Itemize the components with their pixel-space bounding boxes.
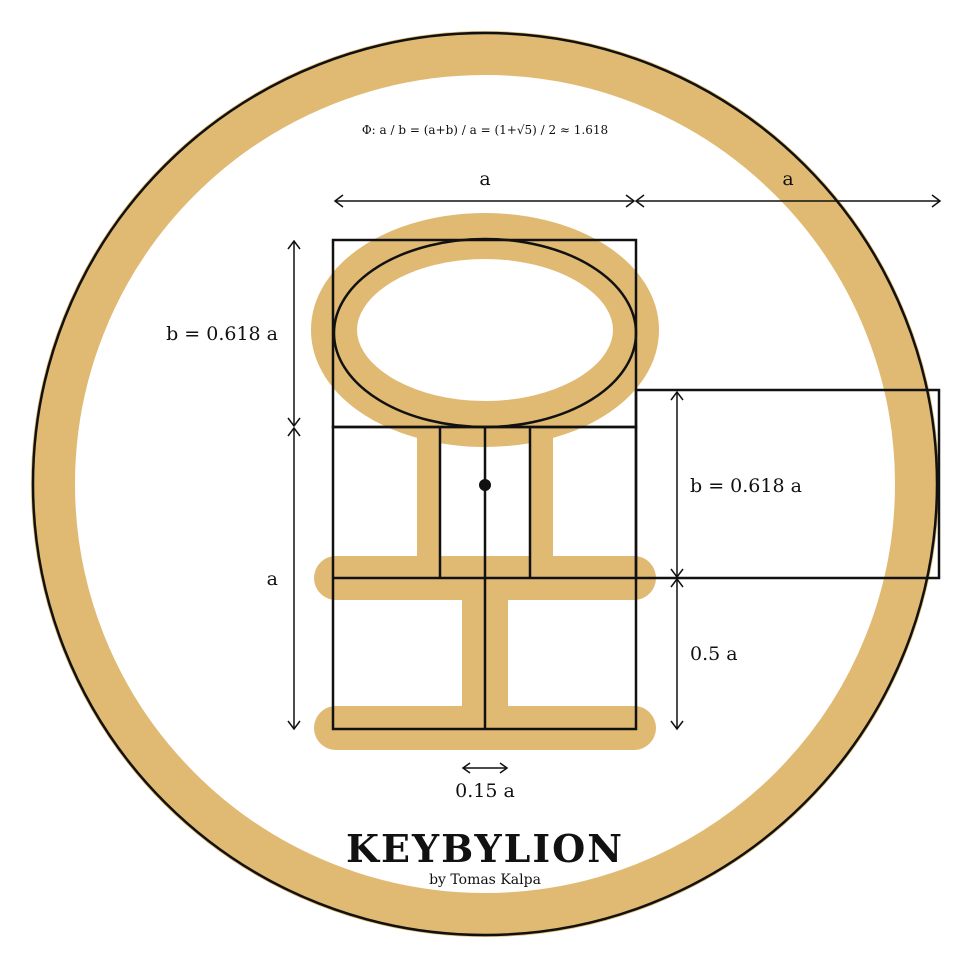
dim-arrow-left-upper <box>287 239 301 428</box>
label-right-b: b = 0.618 a <box>690 475 802 497</box>
key-bow-ring <box>311 213 659 447</box>
author-subtitle: by Tomas Kalpa <box>429 872 541 888</box>
label-left-b: b = 0.618 a <box>166 323 278 345</box>
center-point <box>479 479 491 491</box>
label-stem-width: 0.15 a <box>455 780 515 802</box>
label-right-half-a: 0.5 a <box>690 643 738 665</box>
label-left-a: a <box>267 568 278 590</box>
construction-lines <box>331 237 941 731</box>
inscribed-ellipse <box>332 237 638 429</box>
label-top-left-a: a <box>479 168 490 190</box>
golden-ratio-formula: Φ: a / b = (a+b) / a = (1+√5) / 2 ≈ 1.61… <box>362 123 608 137</box>
dim-arrow-stem-width <box>461 762 509 774</box>
dimension-arrows <box>287 194 942 774</box>
dim-arrow-left-lower <box>287 426 301 731</box>
title-keybylion: KEYBYLION <box>346 826 624 871</box>
side-golden-rectangle <box>634 388 941 580</box>
label-top-right-a: a <box>782 168 793 190</box>
outer-ring-outline <box>31 31 939 937</box>
dim-arrow-top-right <box>634 194 942 208</box>
outer-gold-ring <box>31 31 939 937</box>
dim-arrow-top-left <box>333 194 636 208</box>
dim-arrow-right-upper <box>670 390 684 579</box>
dim-arrow-right-lower <box>670 577 684 731</box>
